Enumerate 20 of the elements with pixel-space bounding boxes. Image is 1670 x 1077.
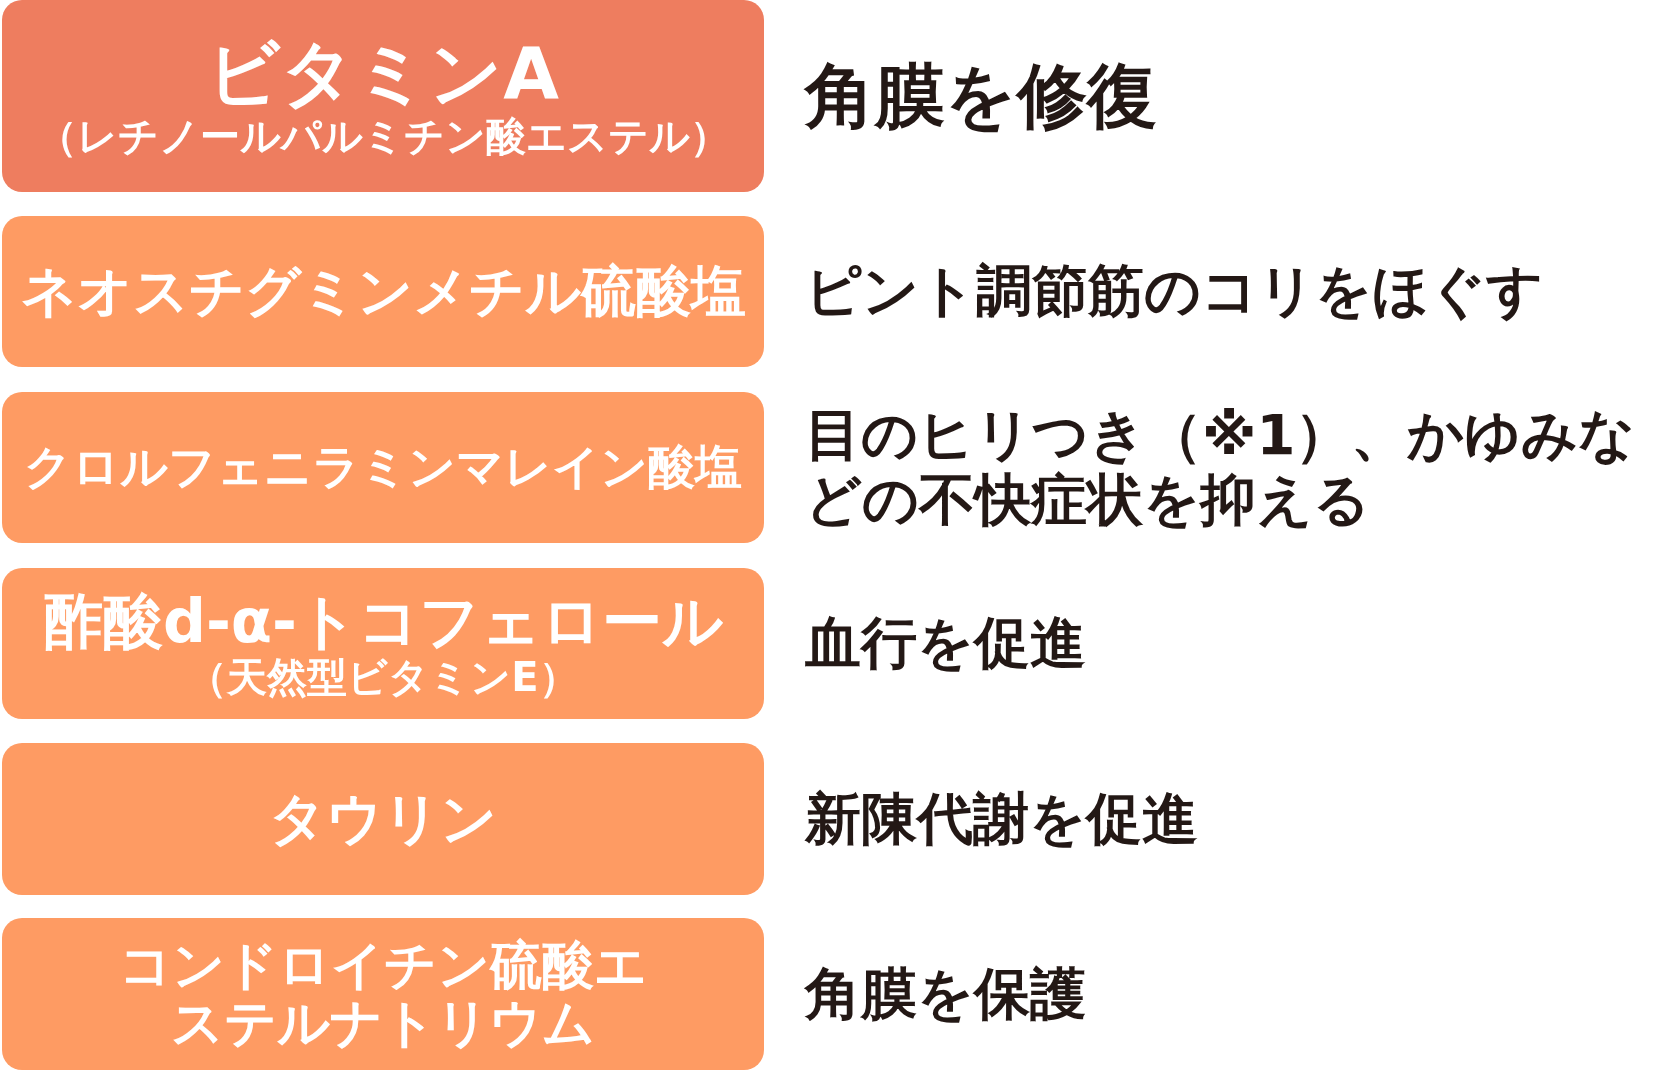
ingredient-name: コンドロイチン硫酸エステルナトリウム (118, 935, 648, 1053)
ingredient-box (2, 568, 764, 719)
ingredient-name: タウリン (269, 787, 497, 851)
ingredient-box (2, 0, 764, 192)
ingredient-note: （レチノールパルミチン酸エステル） (36, 113, 730, 159)
ingredient-box (2, 918, 764, 1070)
ingredient-name: 酢酸d-α-トコフェロール (43, 587, 723, 655)
effect-text: 角膜を修復 (805, 55, 1157, 137)
effect-text: 新陳代謝を促進 (805, 786, 1198, 852)
ingredient-box (2, 743, 764, 895)
ingredient-box (2, 392, 764, 543)
ingredient-name: ビタミンA (207, 33, 559, 114)
effect-text: ピント調節筋のコリをほぐす (805, 259, 1543, 324)
effect-text: 目のヒリつき（※1）、かゆみなどの不快症状を抑える (805, 403, 1637, 532)
ingredient-name: クロルフェニラミンマレイン酸塩 (24, 441, 742, 494)
ingredient-box (2, 216, 764, 367)
ingredient-note: （天然型ビタミンE） (187, 654, 579, 700)
effect-text: 血行を促進 (805, 611, 1086, 676)
ingredient-name: ネオスチグミンメチル硫酸塩 (20, 260, 746, 323)
effect-text: 角膜を保護 (805, 961, 1086, 1027)
